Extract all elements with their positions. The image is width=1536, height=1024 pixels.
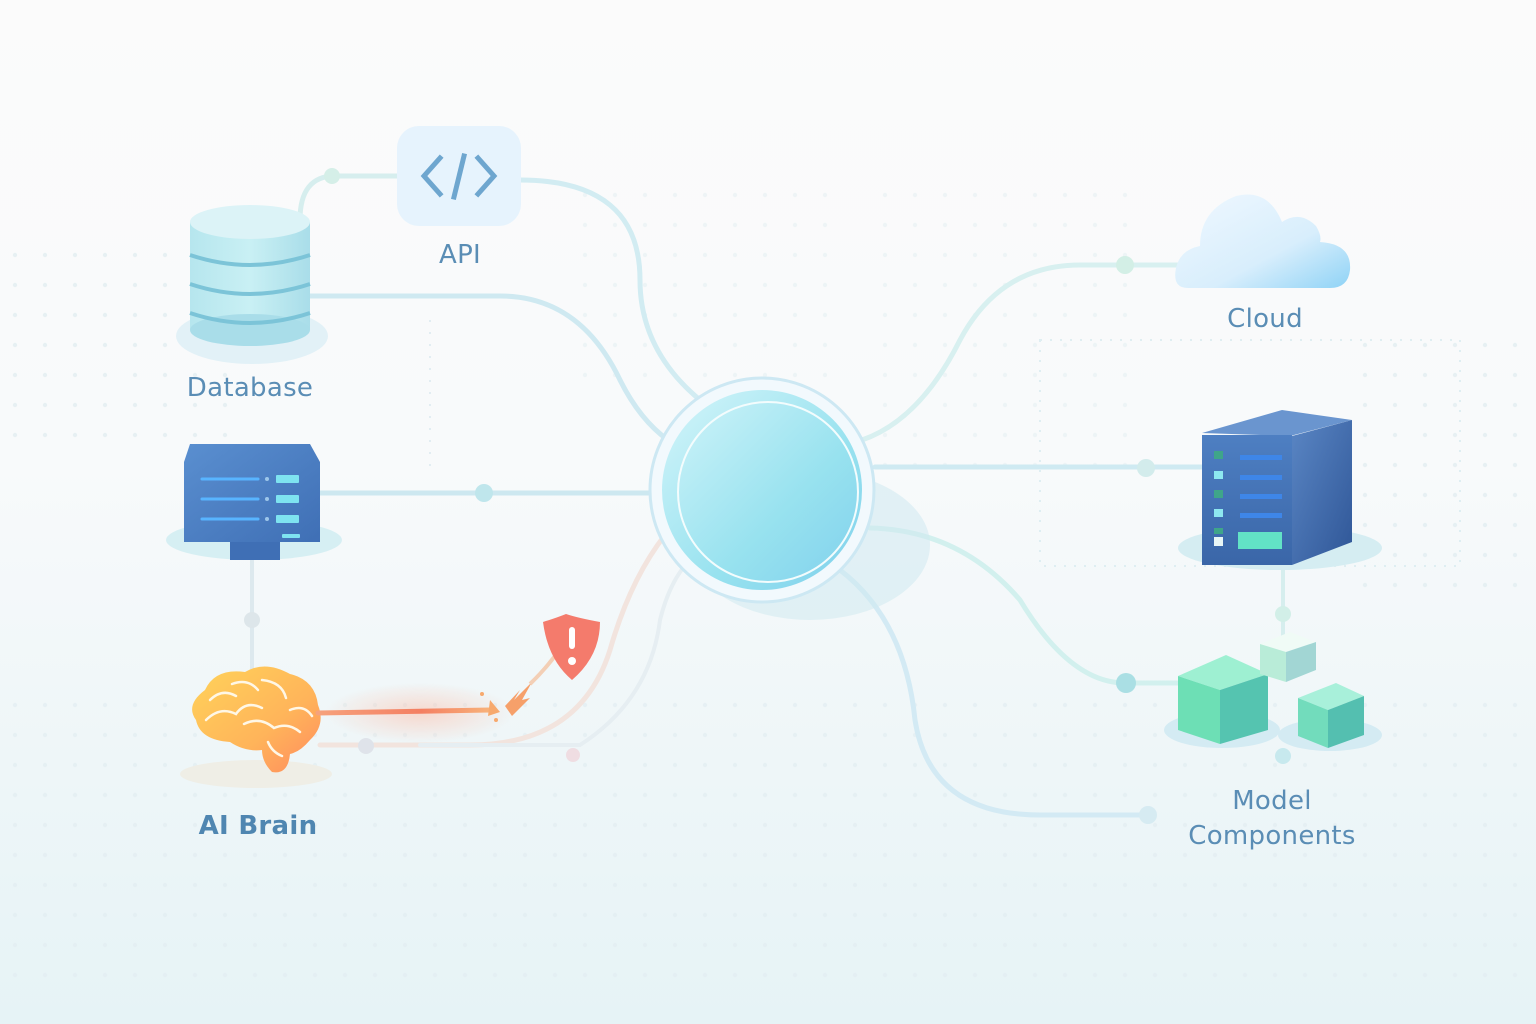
server-rack-node[interactable] [1178,410,1382,570]
edge-database-api [297,173,401,223]
junction-dot [1116,256,1134,274]
broken-connection [315,629,574,743]
junction-dot [1116,673,1136,693]
edge-hub-cloud [859,262,1183,443]
node-label-model-components: Model Components [1188,786,1356,851]
junction-dots [244,168,1291,824]
database-node[interactable] [176,205,328,364]
junction-dot [1275,606,1291,622]
node-label-api: API [438,240,482,270]
junction-dot [475,484,493,502]
central-hub[interactable] [648,376,930,620]
warning-shield-icon[interactable] [543,614,600,680]
node-label-cloud: Cloud [1227,304,1303,334]
junction-dot [244,612,260,628]
cubes-icon [1178,632,1364,748]
dashboard-monitor-node[interactable] [166,444,342,560]
model-components-node[interactable] [1164,632,1382,751]
ai-brain-node[interactable] [180,666,332,788]
break-spark-icon [488,700,500,716]
edge-brain-hub-underlay [317,532,668,748]
database-icon [190,205,310,239]
node-label-ai-brain: AI Brain [198,811,318,841]
api-node[interactable] [397,126,521,226]
dashboard-monitor-icon [184,444,320,542]
edge-database-hub [307,293,671,443]
cloud-node[interactable] [1175,194,1351,288]
node-label-database: Database [186,373,314,403]
junction-dot [566,748,580,762]
cloud-icon [1175,194,1351,288]
background-pattern [0,180,1536,1000]
junction-dot [1139,806,1157,824]
edge-api-hub [517,177,703,403]
edge-brain-hub-lower [418,558,692,747]
junction-dot [324,168,340,184]
brain-icon [192,666,321,773]
junction-dot [1137,459,1155,477]
junction-dot [358,738,374,754]
junction-dot [1275,748,1291,764]
code-brackets-icon [420,152,498,201]
